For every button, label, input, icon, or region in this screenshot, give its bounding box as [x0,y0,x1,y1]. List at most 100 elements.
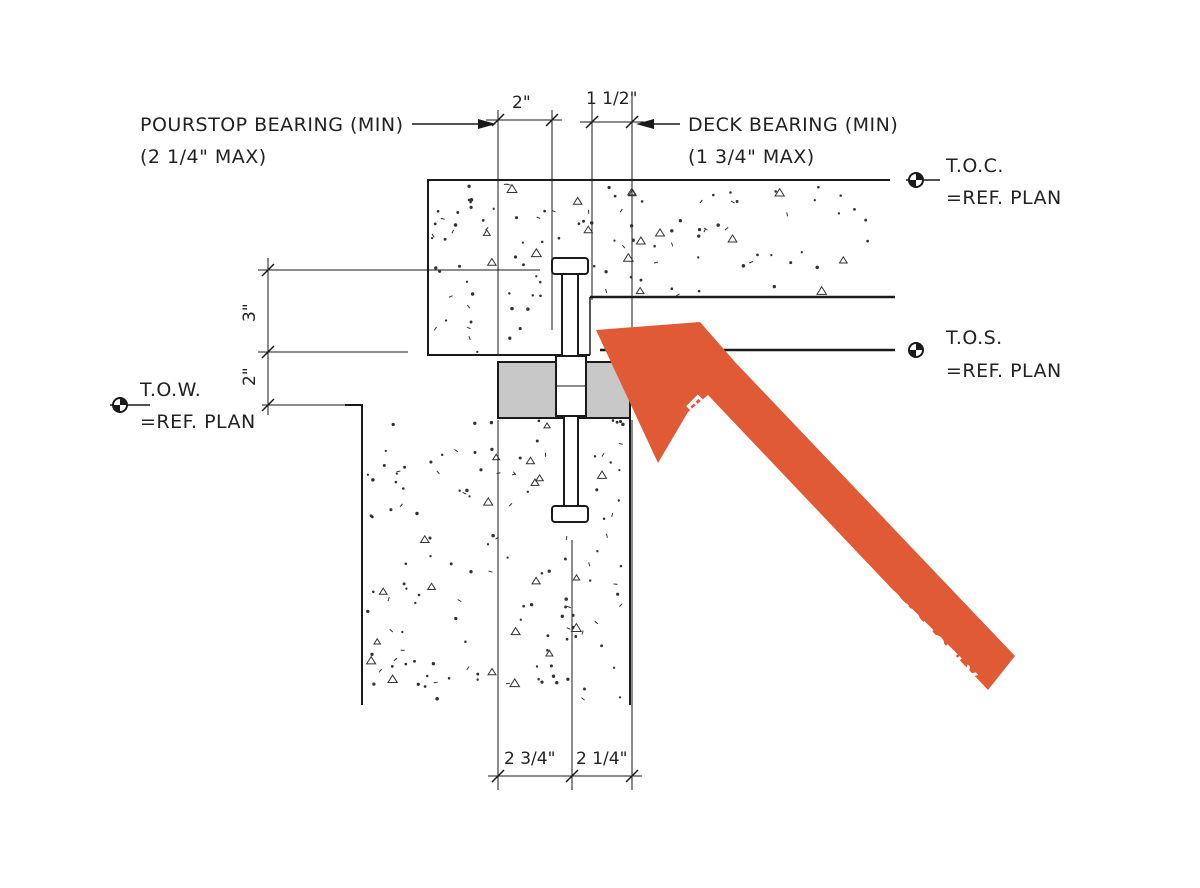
anchor-bolt [551,257,589,523]
speckle [468,336,471,341]
speckle [395,472,398,475]
speckle [486,543,490,546]
speckle [566,677,570,681]
speckle [611,512,614,517]
speckle [515,216,519,220]
speckle [447,677,451,680]
speckle [866,239,869,243]
speckle [596,550,599,553]
speckle [770,253,773,257]
aggregate-triangle [487,667,497,676]
speckle [488,570,493,573]
speckle [539,280,542,284]
speckle [443,237,447,241]
speckle [458,489,461,492]
tos-level-marker [908,342,924,358]
speckle [574,635,578,638]
speckle [535,439,539,443]
speckle [519,618,522,621]
speckle [366,609,370,614]
speckle [616,592,620,596]
speckle [735,200,739,203]
speckle [479,468,483,472]
speckle [436,470,440,475]
speckle [522,604,525,608]
speckle [535,275,538,278]
speckle [592,264,596,268]
aggregate-triangle [482,228,492,236]
speckle [389,508,393,512]
dim-left-upper: 3" [240,303,260,322]
speckle [631,238,635,242]
speckle [508,336,512,340]
speckle [506,556,509,559]
speckle [473,450,477,454]
concrete-wall [345,404,631,705]
speckle [401,630,404,634]
speckle [560,614,565,619]
concrete-slab [427,179,895,356]
speckle [508,292,511,295]
aggregate-triangle [572,196,583,205]
speckle [414,601,417,605]
speckle [413,659,416,663]
tos-ref-label: =REF. PLAN [946,360,1062,382]
speckle [536,216,541,219]
speckle [613,194,617,198]
speckle [399,503,403,508]
speckle [454,449,459,453]
speckle [582,219,585,223]
speckle [675,293,680,297]
aggregate-triangle [654,227,666,237]
speckle [394,480,398,484]
speckle [756,253,759,257]
aggregate-triangle [486,257,497,266]
speckle [566,627,571,630]
speckle [402,582,406,586]
aggregate-triangle [426,582,437,590]
speckle [653,244,656,248]
aggregate-triangle [419,534,430,544]
speckle [581,697,585,701]
speckle [571,613,575,617]
speckle [372,590,375,594]
speckle [786,212,789,217]
aggregate-triangle [774,187,786,197]
aggregate-triangle [530,247,543,258]
aggregate-triangle [365,655,377,665]
callout-text: BOLTS CONVEY LOAD DIRECTLY [681,390,982,691]
speckle [563,557,567,561]
speckle [555,681,559,685]
speckle [476,678,479,681]
aggregate-triangle [627,188,637,197]
speckle [415,511,419,516]
speckle [618,442,623,445]
speckle [540,680,544,684]
aggregate-triangle [509,677,521,688]
speckle [438,269,442,273]
aggregate-triangle [635,286,645,295]
dim-bottom-left: 2 3/4" [504,749,555,769]
speckle [703,227,708,231]
speckle [697,227,702,232]
speckle [583,687,586,691]
speckle [465,280,469,283]
speckle [469,197,474,202]
speckle [404,662,408,666]
speckle [448,295,453,298]
speckle [577,222,581,226]
speckle [618,696,622,699]
pourstop-bearing-max-label: (2 1/4" MAX) [140,146,267,168]
speckle [749,260,754,264]
aggregate-triangle [510,626,521,636]
speckle [403,465,407,469]
speckle [469,570,473,574]
tow-ref-label: =REF. PLAN [140,411,256,433]
aggregate-triangle [816,285,828,295]
speckle [531,294,535,297]
speckle [495,536,499,540]
aggregate-triangle [482,496,494,506]
deck-bearing-max-label: (1 3/4" MAX) [688,146,815,168]
speckle [581,630,584,635]
speckle [619,208,623,213]
